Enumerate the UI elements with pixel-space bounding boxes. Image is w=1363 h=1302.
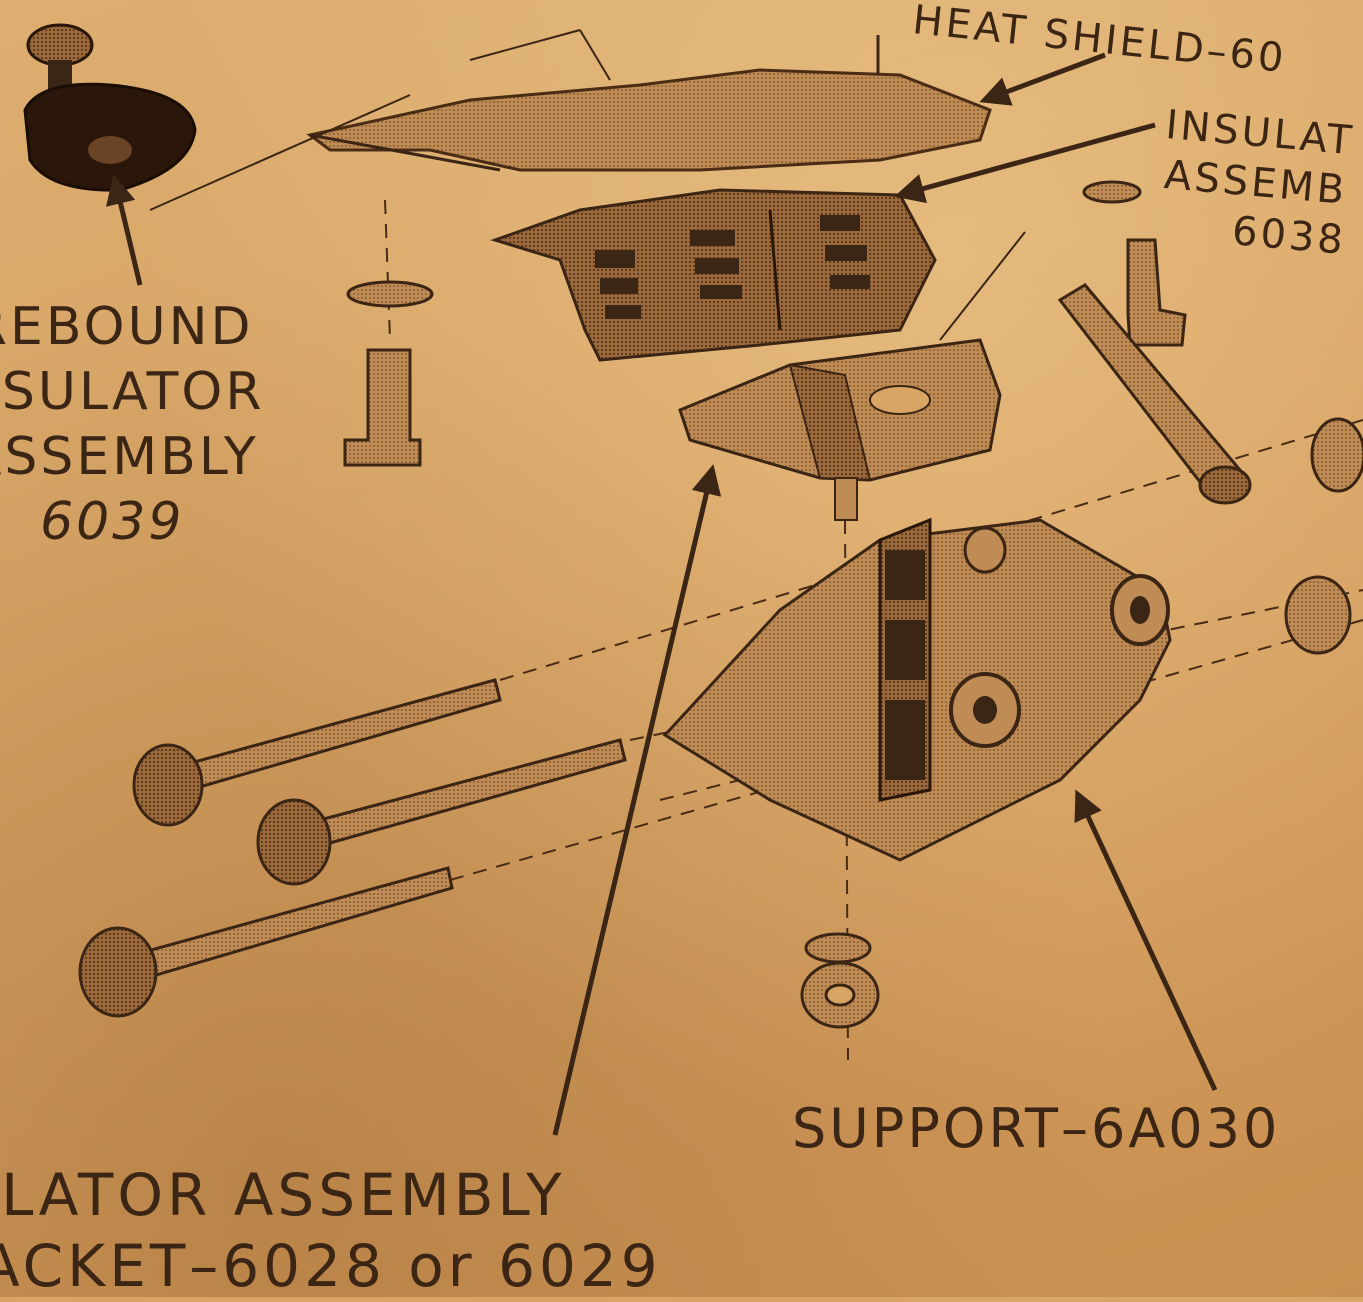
label-insulator-upper-line3: 6038 xyxy=(1230,208,1348,264)
label-rebound-line3: ASSEMBLY xyxy=(0,427,259,487)
label-rebound-line2: NSULATOR xyxy=(0,362,265,422)
label-insulator-bracket-line2: ACKET–6028 or 6029 xyxy=(0,1231,662,1300)
hardware-parts xyxy=(343,180,1363,1029)
label-rebound-insulator: REBOUND NSULATOR ASSEMBLY 6039 xyxy=(0,295,265,555)
insulator-upper-part xyxy=(490,188,937,362)
label-support: SUPPORT–6A030 xyxy=(792,1097,1281,1160)
label-rebound-line4: 6039 xyxy=(40,492,185,552)
leader-arrows xyxy=(105,52,1218,1136)
label-rebound-line1: REBOUND xyxy=(0,297,254,357)
label-insulator-bracket: JLATOR ASSEMBLY ACKET–6028 or 6029 xyxy=(0,1160,662,1302)
label-insulator-upper: INSULAT ASSEMB 6038 xyxy=(1155,100,1357,266)
rebound-insulator-part xyxy=(23,23,197,192)
long-bolts xyxy=(78,678,627,1018)
insulator-bracket-part xyxy=(678,231,1026,521)
support-part xyxy=(662,517,1172,862)
label-insulator-bracket-line1: JLATOR ASSEMBLY xyxy=(0,1161,566,1229)
heat-shield-part xyxy=(149,29,992,211)
